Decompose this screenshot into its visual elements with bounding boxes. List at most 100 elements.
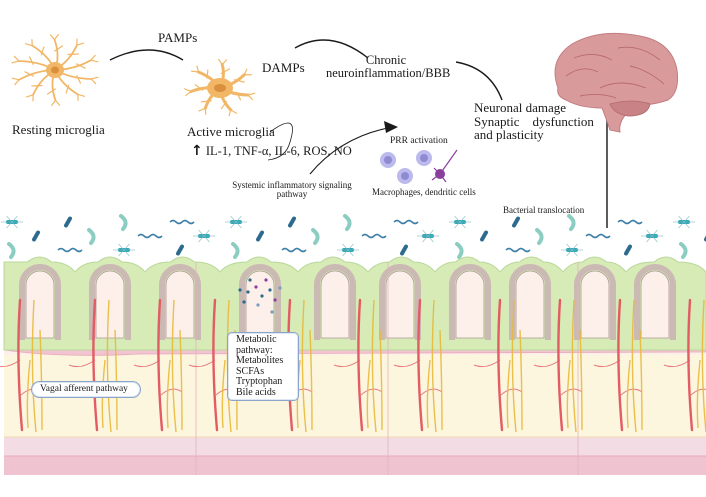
microglia-branch [75, 54, 99, 69]
pamps-connector [109, 49, 184, 61]
label-prr-activation: PRR activation [390, 136, 448, 146]
bacterium-flagellated [417, 229, 439, 243]
bacterium-spirochete [57, 247, 83, 253]
up-arrow-icon: ↑ [191, 143, 203, 159]
microglia-branch [184, 84, 204, 97]
blood-vessel-branch [473, 359, 523, 396]
microglia-branch [49, 34, 64, 52]
microglia-branch [11, 55, 34, 65]
metabolite-dot [242, 300, 246, 304]
nerve-fiber [626, 299, 643, 433]
brain-icon [554, 32, 679, 133]
bacterium-vibrio [231, 242, 240, 259]
metabolic-line: Metabolic [236, 334, 277, 345]
immune-cells [380, 149, 458, 184]
label-chronic-line1: Chronic [365, 53, 407, 67]
bacterium-flagellated [561, 243, 583, 257]
metabolic-line: Bile acids [236, 386, 276, 398]
label-systemic-line1: Systemic inflammatory signaling [232, 180, 352, 190]
blood-vessel [157, 298, 164, 432]
bacterium-vibrio [7, 242, 16, 259]
microglia-branch [65, 84, 85, 101]
label-cytokines: ↑ IL-1, TNF-α, IL-6, ROS, NO [191, 144, 352, 159]
nerve-fiber [366, 299, 383, 433]
microglia-branch [46, 88, 61, 106]
metabolite-dot [246, 290, 250, 294]
blood-vessel [17, 298, 24, 432]
microglia-branch [220, 101, 238, 117]
neuronal-connector [455, 61, 503, 101]
metabolic-line: pathway: [236, 344, 273, 356]
microglia-branch [76, 75, 99, 85]
blood-vessel [617, 298, 624, 432]
label-neuronal-damage: Neuronal damage Synaptic dysfunction and… [474, 101, 594, 142]
blood-vessel-branch [333, 359, 383, 396]
label-neuronal-line3: and plasticity [474, 127, 544, 143]
bacterium-spirochete [169, 219, 195, 225]
label-immune-cells: Macrophages, dendritic cells [372, 187, 476, 197]
microglia-branch [11, 71, 35, 86]
bacterium-spirochete [361, 233, 387, 239]
damps-connector [294, 39, 369, 59]
blood-vessels-and-nerves [0, 298, 706, 433]
metabolite-dot [238, 288, 242, 292]
metabolic-line: SCFAs [236, 365, 265, 377]
bacterium-rod [400, 244, 408, 256]
bacterium-rod [512, 216, 520, 228]
metabolic-line: Metabolites [236, 355, 284, 366]
metabolite-dot [260, 294, 264, 298]
villi-inner [25, 270, 670, 339]
label-chronic: Chronic neuroinflammation/BBB [326, 53, 451, 81]
bacterium-vibrio [567, 214, 576, 231]
bacterium-rod [256, 230, 264, 242]
bacterium-vibrio [679, 242, 688, 259]
label-systemic-line2: pathway [276, 189, 308, 200]
label-chronic-line2: neuroinflammation/BBB [326, 66, 451, 81]
microglia-branch [67, 38, 85, 56]
nerve-fiber [696, 299, 706, 433]
blood-vessel-branch [393, 359, 443, 396]
label-neuronal-line1: Neuronal damage [474, 100, 567, 115]
bacterium-flagellated [337, 243, 359, 257]
label-pamps: PAMPs [158, 30, 198, 45]
microglia-nucleus [214, 84, 226, 92]
metabolite-dot [278, 286, 282, 290]
metabolite-dot [256, 303, 260, 307]
label-neuronal-line2: Synaptic dysfunction [474, 113, 594, 129]
bacterium-rod [624, 244, 632, 256]
microglia-branch [218, 58, 231, 74]
microglia-branch [236, 91, 256, 101]
label-damps: DAMPs [262, 60, 305, 75]
microglia-branch [25, 84, 43, 102]
metabolite-dot [270, 310, 274, 314]
label-resting-microglia: Resting microglia [12, 122, 105, 137]
metabolite-dot [273, 298, 277, 302]
blood-vessel [497, 298, 504, 432]
blood-vessel [92, 298, 99, 432]
nerve-fiber [26, 299, 43, 433]
bacterium-vibrio [311, 228, 320, 245]
bacterium-spirochete [617, 219, 643, 225]
bacterium-vibrio [119, 214, 128, 231]
nerve-fiber [426, 299, 443, 433]
nerve-fiber [166, 299, 183, 433]
microglia-nucleus [51, 66, 59, 74]
blood-vessel [417, 298, 424, 432]
nerve-fiber [566, 299, 583, 433]
bacterium-rod [64, 216, 72, 228]
bacterium-spirochete [137, 233, 163, 239]
bacterium-vibrio [343, 214, 352, 231]
bacterium-flagellated [225, 215, 247, 229]
bacterium-rod [288, 216, 296, 228]
bacterium-spirochete [393, 219, 419, 225]
bacterium-spirochete [505, 247, 531, 253]
bacterium-flagellated [1, 215, 23, 229]
bacterium-spirochete [281, 247, 307, 253]
systemic-arrow [309, 127, 389, 175]
microglia-branch [25, 39, 45, 56]
bacterium-flagellated [449, 215, 471, 229]
blood-vessel [557, 298, 564, 432]
bacterium-flagellated [113, 243, 135, 257]
bacterium-flagellated [673, 215, 695, 229]
